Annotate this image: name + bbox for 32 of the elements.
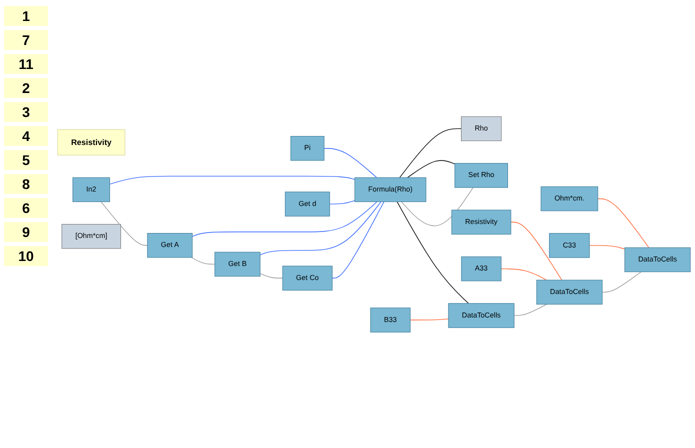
connector (601, 271, 641, 292)
connector (323, 148, 376, 178)
callout-number: 2 (4, 78, 48, 98)
connector (396, 201, 468, 304)
connector (400, 186, 473, 226)
callout-number: 4 (4, 126, 48, 146)
callout-number: 9 (4, 222, 48, 242)
connector (513, 304, 546, 316)
callout-number: 1 (4, 6, 48, 26)
callout-number: 7 (4, 30, 48, 50)
connector (398, 128, 462, 178)
connector (588, 244, 625, 250)
connector (259, 272, 282, 278)
callout-number: 10 (4, 246, 48, 266)
connector (597, 198, 649, 248)
connector (100, 201, 148, 246)
node-box: Resistivity (56, 128, 125, 155)
connector (259, 201, 381, 255)
connector (500, 268, 546, 280)
callout-number: 8 (4, 174, 48, 194)
connector (510, 221, 562, 280)
callout-number: 3 (4, 102, 48, 122)
connector (331, 201, 384, 278)
connector (328, 200, 355, 204)
connector (108, 176, 355, 184)
connector (406, 160, 455, 178)
connector (409, 318, 448, 320)
callout-number: 6 (4, 198, 48, 218)
callout-number: 11 (4, 54, 48, 74)
connector (190, 256, 215, 264)
callout-number: 5 (4, 150, 48, 170)
connector (192, 201, 377, 236)
